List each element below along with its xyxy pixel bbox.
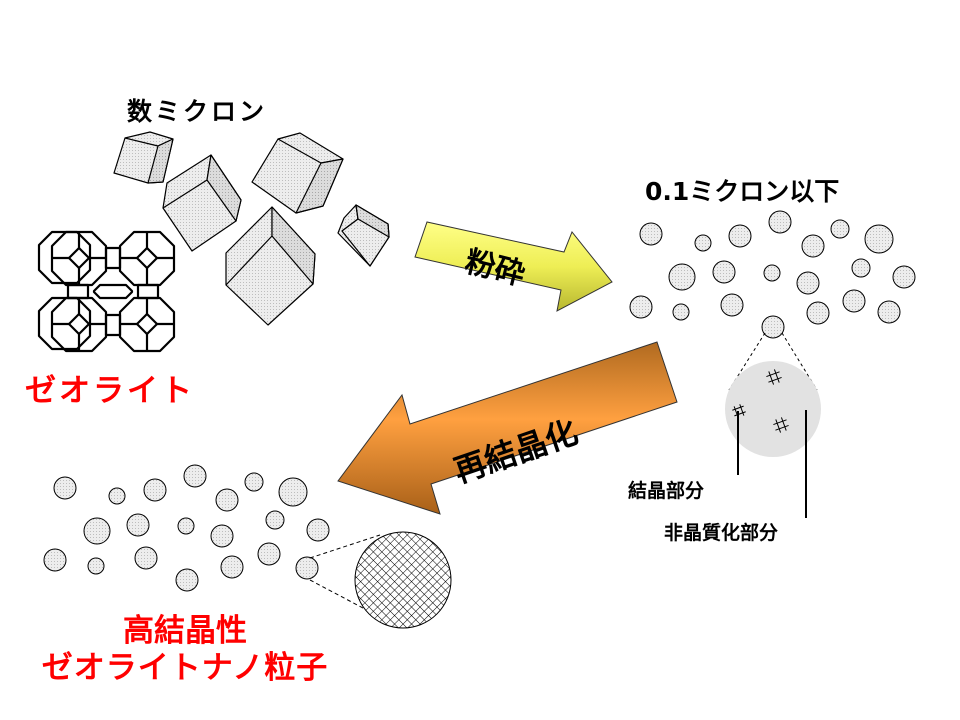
- cage-bottom-left: [50, 296, 108, 353]
- micron-crystal-cubes: [113, 131, 390, 326]
- result-label-line1: 高結晶性: [123, 613, 247, 649]
- pulverize-arrow: 粉砕: [414, 221, 613, 312]
- micron-size-label: 数ミクロン: [127, 97, 268, 126]
- cube-3: [251, 132, 344, 214]
- crystalline-nanoparticle-closeup: [354, 531, 452, 629]
- zeolite-framework-icon: [37, 230, 176, 353]
- cube-1: [113, 131, 174, 184]
- amorphous-part-label: 非晶質化部分: [664, 522, 779, 544]
- crystal-domain-icons: [732, 369, 789, 433]
- submicron-size-label: 0.1ミクロン以下: [645, 177, 840, 206]
- crystalline-part-label: 結晶部分: [628, 480, 705, 502]
- cube-5: [337, 204, 390, 267]
- result-label-line2: ゼオライトナノ粒子: [41, 650, 329, 686]
- cage-bottom-right: [118, 296, 176, 353]
- cage-top-right: [118, 230, 176, 287]
- cage-top-left: [50, 230, 108, 287]
- recrystallize-arrow: 再結晶化: [337, 341, 678, 515]
- partially-amorphous-particle: [725, 361, 821, 518]
- cube-2: [162, 154, 242, 252]
- submicron-particles: [629, 210, 916, 339]
- cube-4: [225, 206, 316, 326]
- zeolite-label: ゼオライト: [25, 373, 195, 409]
- nano-particles: [43, 464, 330, 592]
